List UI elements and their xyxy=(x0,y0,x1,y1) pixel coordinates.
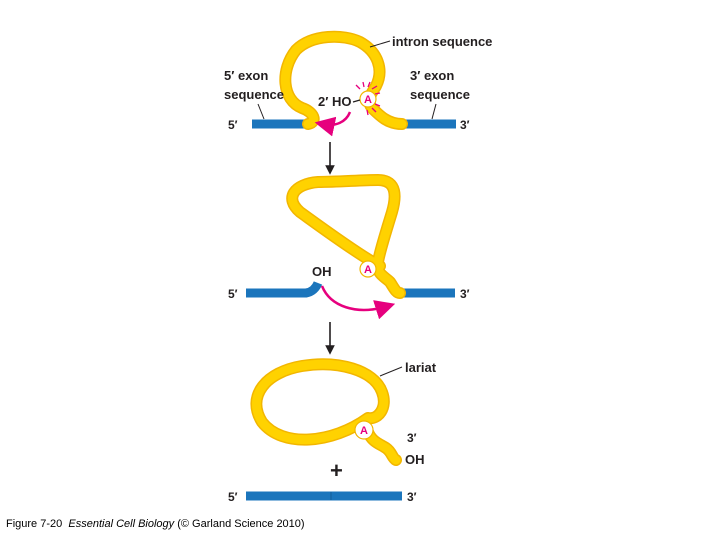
adenine-circle-stage3 xyxy=(354,420,374,440)
three-prime-stage3: 3′ xyxy=(407,490,417,504)
attack-arrow-stage1 xyxy=(314,111,352,137)
figure-caption: Figure 7-20 Essential Cell Biology (© Ga… xyxy=(6,518,305,530)
stage-1: A 2′ HO intron sequence 5′ exon sequence… xyxy=(224,30,492,137)
oh-label-lariat: OH xyxy=(405,452,425,467)
exon3-label-line2: sequence xyxy=(410,87,470,102)
lariat-leader-line xyxy=(379,366,403,377)
five-prime-stage3: 5′ xyxy=(228,490,238,504)
five-prime-stage2: 5′ xyxy=(228,287,238,301)
oh-label-stage2: OH xyxy=(312,264,332,279)
adenine-label-stage3: A xyxy=(360,425,368,437)
intron-leader-line xyxy=(369,40,391,48)
lariat-label: lariat xyxy=(405,360,437,375)
exon-5prime-stage2 xyxy=(246,281,323,298)
three-prime-stage1: 3′ xyxy=(460,118,470,132)
caption-figure-number: Figure 7-20 xyxy=(6,518,63,530)
ligation-arrow-stage2 xyxy=(320,285,396,320)
three-prime-lariat: 3′ xyxy=(407,431,417,445)
stage-3: A lariat 3′ OH + 5′ 3′ xyxy=(228,358,437,504)
intron-sequence-label: intron sequence xyxy=(392,34,492,49)
adenine-circle-stage1 xyxy=(359,90,377,108)
adenine-burst xyxy=(355,81,381,116)
exon5-leader-line xyxy=(257,103,265,120)
ho-bond-line xyxy=(352,99,361,103)
exon5-label-line1: 5′ exon xyxy=(224,68,268,83)
stage-2: A OH 5′ 3′ xyxy=(228,174,470,320)
adenine-circle-stage2 xyxy=(359,260,377,278)
five-prime-stage1: 5′ xyxy=(228,118,238,132)
caption-book-title: Essential Cell Biology xyxy=(68,518,175,530)
three-prime-stage2: 3′ xyxy=(460,287,470,301)
exon3-leader-line xyxy=(431,103,437,120)
exon5-label-line2: sequence xyxy=(224,87,284,102)
exon3-label-line1: 3′ exon xyxy=(410,68,454,83)
adenine-label-stage2: A xyxy=(364,264,372,276)
two-prime-ho-label: 2′ HO xyxy=(318,94,351,109)
caption-publisher: (© Garland Science 2010) xyxy=(177,518,305,530)
plus-sign: + xyxy=(330,458,343,483)
adenine-label-stage1: A xyxy=(364,94,372,106)
